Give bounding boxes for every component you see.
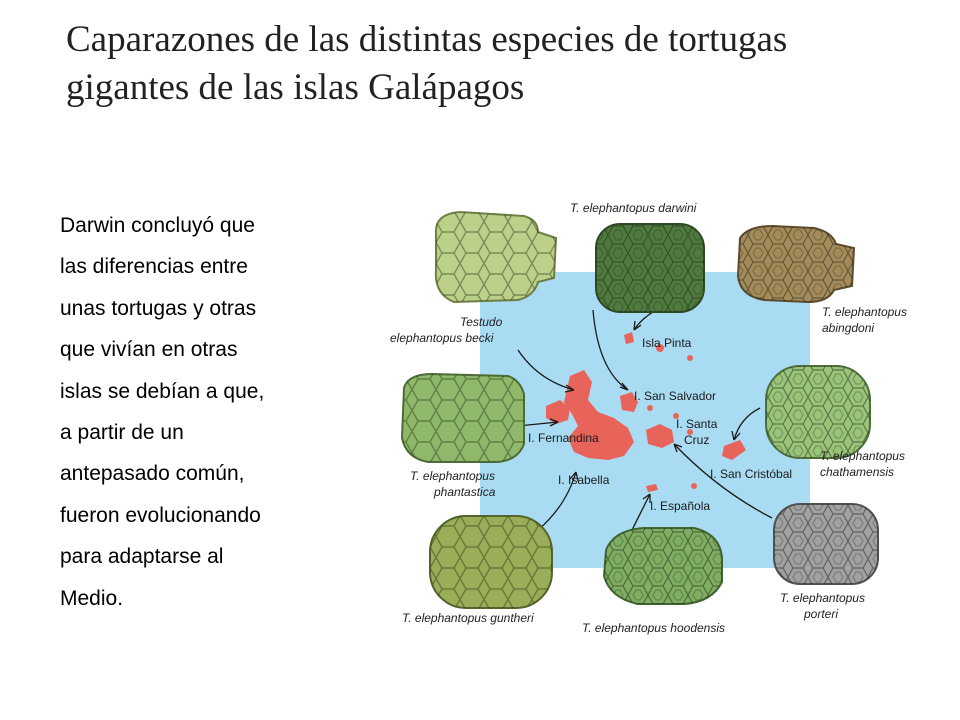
label-darwini: T. elephantopus darwini [570,201,697,215]
body-line: a partir de un [60,421,184,445]
island-small [687,429,693,435]
label-becki-2: elephantopus becki [390,331,494,345]
label-san-cristobal: I. San Cristóbal [710,467,792,481]
island-san-cristobal [722,440,746,460]
label-phantastica-1: T. elephantopus [410,469,495,483]
label-guntheri: T. elephantopus guntheri [402,611,534,625]
map-background [480,272,810,568]
shell-porteri-icon [773,503,879,585]
body-line: para adaptarse al [60,545,224,569]
shell-darwini-icon [595,223,705,313]
body-line: las diferencias entre [60,255,248,279]
island-small [647,405,653,411]
label-abingdoni-1: T. elephantopus [822,305,907,319]
label-hoodensis: T. elephantopus hoodensis [582,621,725,635]
body-text: Darwin concluyó que las diferencias entr… [60,205,380,619]
label-porteri-2: porteri [803,607,838,621]
island-marchena [656,344,664,352]
label-abingdoni-2: abingdoni [822,321,874,335]
island-espanola [646,484,658,492]
title-line-2: gigantes de las islas Galápagos [66,67,525,108]
island-small [673,413,679,419]
island-fernandina [546,400,570,424]
title-line-1: Caparazones de las distintas especies de… [66,19,788,60]
label-santa-cruz-1: I. Santa [676,417,718,431]
label-espanola: I. Española [650,499,710,513]
label-phantastica-2: phantastica [433,485,496,499]
island-pinta [624,332,634,344]
label-porteri-1: T. elephantopus [780,591,865,605]
label-santa-cruz-2: Cruz [684,433,709,447]
galapagos-figure: T. elephantopus darwini Testudo elephant… [388,190,938,650]
slide-title: Caparazones de las distintas especies de… [66,16,926,112]
body-line: fueron evolucionando [60,503,261,527]
shell-becki-icon [434,210,558,304]
label-isabella: I. Isabella [558,473,610,487]
body-line: antepasado común, [60,462,245,486]
island-genovesa [687,355,693,361]
shell-abingdoni-icon [736,224,856,304]
body-line: Darwin concluyó que [60,214,255,237]
label-chathamensis-2: chathamensis [820,465,894,479]
label-chathamensis-1: T. elephantopus [820,449,905,463]
island-santa-cruz [646,424,674,448]
body-line: unas tortugas y otras [60,296,257,320]
island-small [691,483,697,489]
body-line: que vivían en otras [60,338,238,362]
islands [546,332,746,492]
label-becki-1: Testudo [460,315,503,329]
label-fernandina: I. Fernandina [528,431,599,445]
body-line: Medio. [60,586,124,610]
island-isabella [564,370,634,460]
body-line: islas se debían a que, [60,379,265,403]
island-san-salvador [620,392,638,412]
shell-chathamensis-icon [765,365,871,459]
label-san-salvador: I. San Salvador [634,389,716,403]
shell-hoodensis-icon [602,527,723,605]
label-isla-pinta: Isla Pinta [642,336,692,350]
shell-guntheri-icon [429,515,553,609]
shell-phantastica-icon [400,372,525,463]
